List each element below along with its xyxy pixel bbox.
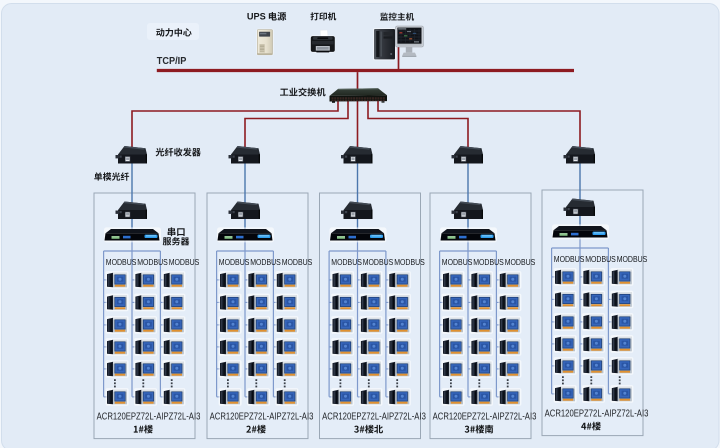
svg-text:MODBUS: MODBUS (282, 257, 313, 267)
svg-text:MODBUS: MODBUS (505, 257, 536, 267)
svg-text:MODBUS: MODBUS (585, 254, 616, 264)
svg-text:ACR120EPZ72L-AIPZ72L-AI3: ACR120EPZ72L-AIPZ72L-AI3 (322, 411, 426, 422)
svg-text:MODBUS: MODBUS (219, 257, 250, 267)
svg-text:MODBUS: MODBUS (169, 257, 200, 267)
svg-text:MODBUS: MODBUS (473, 257, 504, 267)
svg-text:TCP/IP: TCP/IP (157, 55, 187, 67)
svg-text:MODBUS: MODBUS (617, 254, 648, 264)
svg-text:ACR120EPZ72L-AIPZ72L-AI3: ACR120EPZ72L-AIPZ72L-AI3 (433, 411, 537, 422)
svg-text:ACR120EPZ72L-AIPZ72L-AI3: ACR120EPZ72L-AIPZ72L-AI3 (97, 411, 201, 422)
svg-text:MODBUS: MODBUS (442, 257, 473, 267)
svg-text:UPS: UPS (247, 12, 266, 22)
svg-text:ACR120EPZ72L-AIPZ72L-AI3: ACR120EPZ72L-AIPZ72L-AI3 (545, 408, 649, 419)
svg-text:MODBUS: MODBUS (554, 254, 585, 264)
svg-text:ACR120EPZ72L-AIPZ72L-AI3: ACR120EPZ72L-AIPZ72L-AI3 (210, 411, 314, 422)
svg-text:MODBUS: MODBUS (394, 257, 425, 267)
svg-text:MODBUS: MODBUS (137, 257, 168, 267)
svg-text:MODBUS: MODBUS (106, 257, 137, 267)
svg-text:MODBUS: MODBUS (331, 257, 362, 267)
svg-text:MODBUS: MODBUS (250, 257, 281, 267)
svg-text:MODBUS: MODBUS (363, 257, 394, 267)
